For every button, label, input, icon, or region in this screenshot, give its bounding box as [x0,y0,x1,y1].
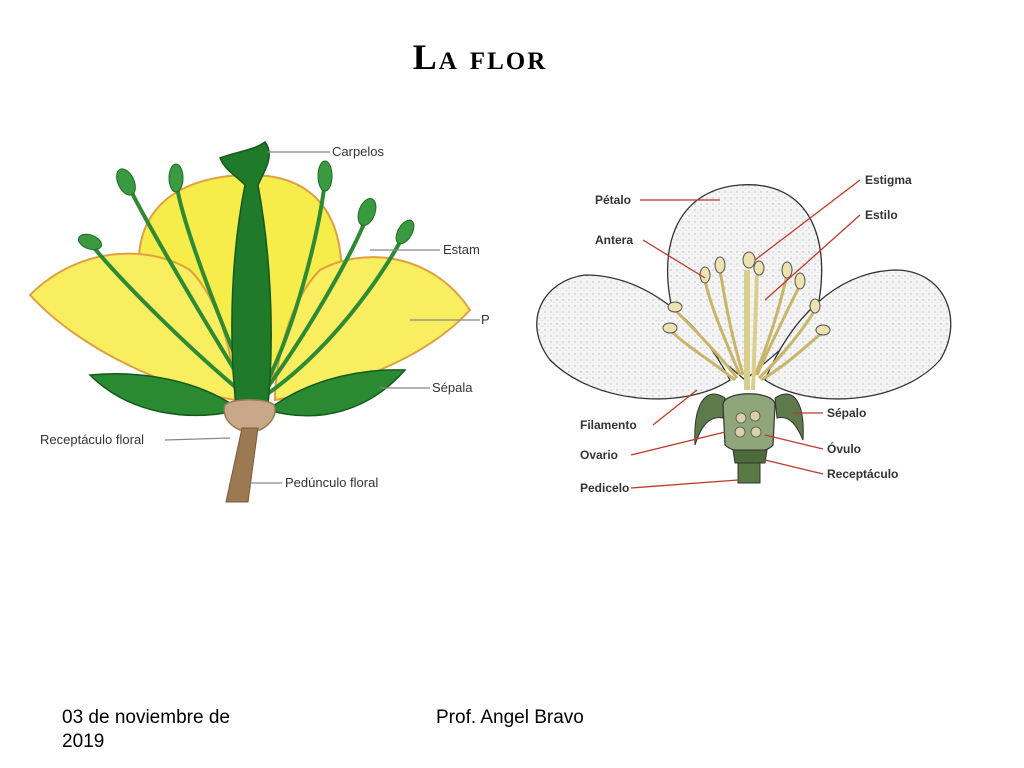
style-2 [751,274,759,391]
label-estambres: Estam [443,242,480,257]
stigma-2 [753,260,765,276]
footer-date: 03 de noviembre de 2019 [62,707,230,752]
right-sepal [774,393,804,441]
label-pedunculo-floral: Pedúnculo floral [285,475,378,490]
label-ovario: Ovario [580,448,618,462]
ovules [734,410,762,438]
slide-title: La flor [412,37,548,77]
peduncle [225,427,259,503]
label-carpelos: Carpelos [332,144,385,159]
flower-diagram-yellow: Carpelos Estam P Sépala Receptáculo flor… [28,140,490,503]
label-estigma: Estigma [865,173,912,187]
label-receptaculo-floral: Receptáculo floral [40,432,144,447]
stigma [742,251,756,269]
pedicel [737,462,761,484]
label-petalo: Pétalo [595,193,631,207]
label-ovulo: Óvulo [827,441,861,456]
filaments [668,269,824,382]
label-sepalo: Sépalo [827,406,866,420]
flower-diagram-section: Pétalo Antera Estigma Estilo Filamento O… [536,173,952,495]
left-sepal [694,393,726,446]
label-estilo: Estilo [865,208,898,222]
receptacle [223,399,276,431]
label-sepala: Sépala [432,380,473,395]
carpel [219,140,272,406]
anthers [77,160,415,251]
label-receptaculo: Receptáculo [827,467,898,481]
receptacle [732,449,768,464]
label-filamento: Filamento [580,418,637,432]
label-pedicelo: Pedicelo [580,481,629,495]
footer-author: Prof. Angel Bravo [436,707,584,728]
antheras [662,256,831,336]
label-antera: Antera [595,233,633,247]
ovary [722,393,776,454]
stamens [88,179,407,397]
left-petal [28,252,237,402]
label-petalos: P [481,312,490,327]
